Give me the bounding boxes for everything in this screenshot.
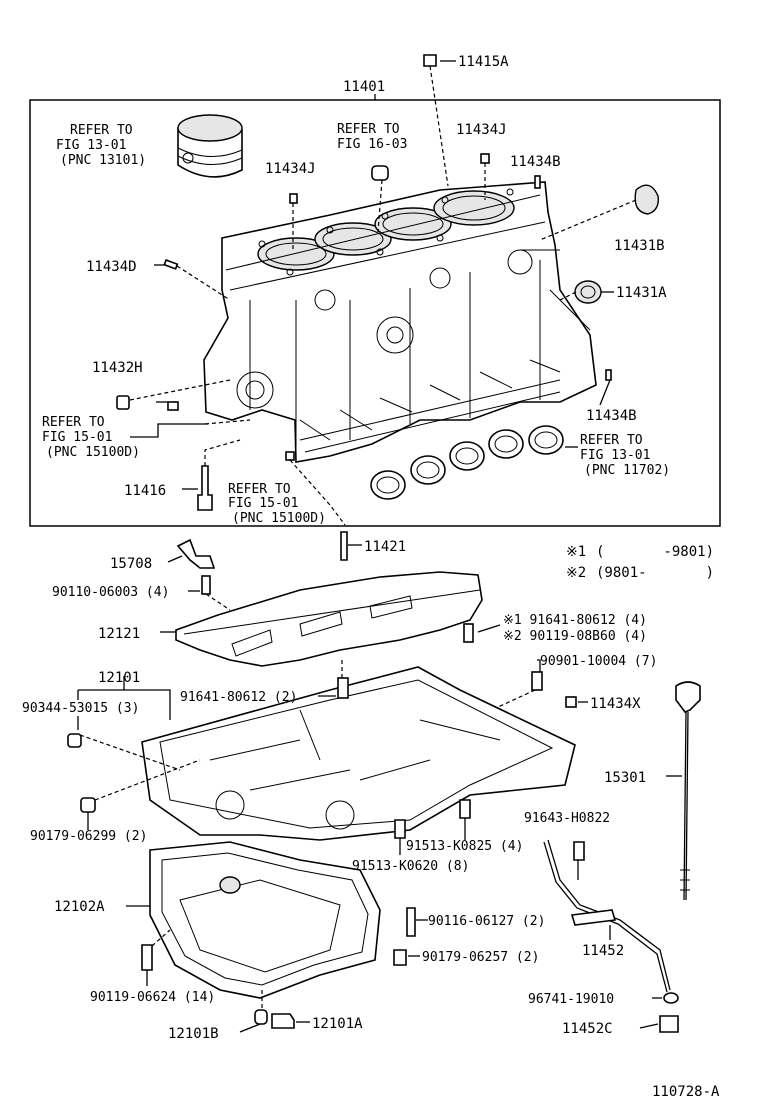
label-15708: 15708	[110, 556, 152, 572]
plug-90344	[67, 733, 82, 748]
ref-left15-line2: FIG 15-01	[42, 430, 112, 445]
label-11452c: 11452C	[562, 1021, 613, 1037]
label-91513-b: 91513-K0620 (8)	[352, 859, 469, 874]
stud-90116	[406, 907, 416, 937]
legend-note2-mark: ※2	[566, 565, 586, 581]
crankshaft-bearings	[370, 425, 564, 500]
label-11434d: 11434D	[86, 259, 137, 275]
bolt-91513-k0620	[394, 819, 406, 839]
legend-note1-range: ( -9801)	[596, 544, 714, 560]
label-12101: 12101	[98, 670, 140, 686]
label-91641-note: ※1 91641-80612 (4)	[503, 613, 647, 628]
label-11431b: 11431B	[614, 238, 665, 254]
label-11432h: 11432H	[92, 360, 143, 376]
plug-11452c	[659, 1015, 679, 1033]
ref-fig16-line1: REFER TO	[337, 122, 400, 137]
ref-bearing-line1: REFER TO	[580, 433, 643, 448]
oil-pan-lower	[149, 841, 381, 999]
label-11434j-left: 11434J	[265, 161, 316, 177]
ref-piston-line1: REFER TO	[70, 123, 133, 138]
legend-note2-range: (9801- )	[596, 565, 714, 581]
ref-left15-line1: REFER TO	[42, 415, 105, 430]
drain-plug-12101a	[271, 1013, 295, 1029]
dowel-11434j-right	[480, 153, 490, 164]
legend-note1-mark: ※1	[566, 544, 586, 560]
label-12121: 12121	[98, 626, 140, 642]
dipstick	[675, 681, 701, 901]
dowel-11434j-left	[289, 193, 298, 204]
label-91643: 91643-H0822	[524, 811, 610, 826]
label-90119: 90119-06624 (14)	[90, 990, 215, 1005]
ref-bearing-line2: FIG 13-01	[580, 448, 650, 463]
diagram-id: 110728-A	[652, 1084, 720, 1100]
bolt-90119	[141, 944, 153, 971]
labels: 11415A REFER TO FIG 13-01 (PNC 13101) RE…	[22, 54, 720, 1100]
washer-90179-left	[80, 797, 96, 813]
bolt-91513-k0825	[459, 799, 471, 819]
pin-small-left	[167, 401, 179, 411]
pin-11434b-top	[534, 175, 541, 189]
bolt-91643	[573, 841, 585, 861]
bolt-90901	[531, 671, 543, 691]
bracket-15708	[176, 538, 216, 569]
o-ring-96741	[663, 992, 679, 1004]
ref-bot15-line3: (PNC 15100D)	[232, 511, 326, 526]
label-90119-note: ※2 90119-08B60 (4)	[503, 629, 647, 644]
stud-11421	[340, 531, 348, 561]
label-11434b-top: 11434B	[510, 154, 561, 170]
ref-left15-line3: (PNC 15100D)	[46, 445, 140, 460]
plug-11432h	[116, 395, 130, 410]
label-11434b-bottom: 11434B	[586, 408, 637, 424]
ref-bot15-line2: FIG 15-01	[228, 496, 298, 511]
frame-label: 11401	[343, 79, 385, 95]
label-12102a: 12102A	[54, 899, 105, 915]
label-11452: 11452	[582, 943, 624, 959]
label-11415a: 11415A	[458, 54, 509, 70]
oil-pan-upper	[141, 666, 576, 841]
ref-piston-line3: (PNC 13101)	[60, 153, 146, 168]
label-12101a: 12101A	[312, 1016, 363, 1032]
cylinder-block	[203, 181, 597, 463]
pin-small-bottom	[285, 451, 295, 461]
plug-11431b	[634, 184, 659, 215]
label-11416: 11416	[124, 483, 166, 499]
plug-11415a	[423, 54, 437, 67]
sleeve-piston-pin	[371, 165, 389, 181]
label-91513-a: 91513-K0825 (4)	[406, 839, 523, 854]
pin-11434x	[565, 696, 577, 708]
label-96741: 96741-19010	[528, 992, 614, 1007]
label-11434j-right: 11434J	[456, 122, 507, 138]
label-90901: 90901-10004 (7)	[540, 654, 657, 669]
gasket-12101b	[254, 1009, 268, 1025]
oil-baffle-plate	[175, 571, 483, 667]
ref-bearing-line3: (PNC 11702)	[584, 463, 670, 478]
bolt-90110	[201, 575, 211, 595]
bolt-baffle	[463, 623, 474, 643]
seal-11431a	[574, 280, 602, 304]
bolt-90179-b	[393, 949, 407, 966]
label-11421: 11421	[364, 539, 406, 555]
ref-fig16-line2: FIG 16-03	[337, 137, 407, 152]
piston-illustration	[177, 114, 243, 178]
bolt-11416	[197, 465, 213, 511]
label-15301: 15301	[604, 770, 646, 786]
label-11431a: 11431A	[616, 285, 667, 301]
bolt-91641	[337, 677, 349, 699]
label-90179-a: 90179-06299 (2)	[30, 829, 147, 844]
label-90110: 90110-06003 (4)	[52, 585, 169, 600]
pin-11434b-bottom	[605, 369, 612, 381]
label-90179-b: 90179-06257 (2)	[422, 950, 539, 965]
pin-11434d	[163, 259, 179, 270]
label-11434x: 11434X	[590, 696, 641, 712]
label-12101b: 12101B	[168, 1026, 219, 1042]
label-90116: 90116-06127 (2)	[428, 914, 545, 929]
ref-piston-line2: FIG 13-01	[56, 138, 126, 153]
label-90344: 90344-53015 (3)	[22, 701, 139, 716]
label-91641: 91641-80612 (2)	[180, 690, 297, 705]
ref-bot15-line1: REFER TO	[228, 482, 291, 497]
